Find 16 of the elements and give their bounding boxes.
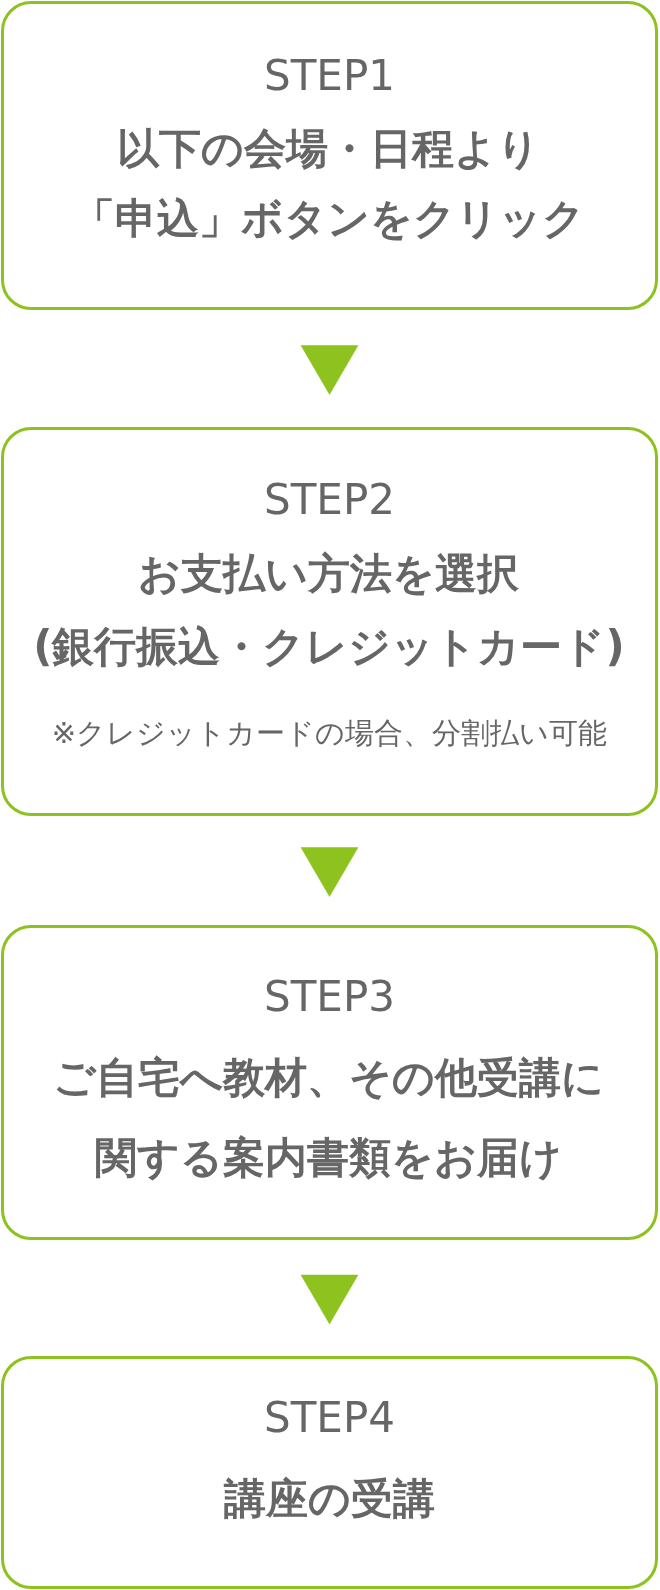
step-label: STEP4 <box>264 1392 395 1443</box>
note-text: ※クレジットカードの場合、分割払い可能 <box>51 714 608 752</box>
step-box <box>1 1356 658 1589</box>
step-label: STEP1 <box>264 50 395 101</box>
step-label: STEP2 <box>264 474 395 525</box>
arrow <box>300 1274 359 1325</box>
step-title: お支払い方法を選択(銀行振込・クレジットカード) <box>32 548 626 673</box>
step-title: 以下の会場・日程より「申込」ボタンをクリック <box>72 122 586 245</box>
arrow <box>300 847 359 897</box>
arrow <box>300 345 359 395</box>
step-label: STEP3 <box>264 971 395 1022</box>
step-title: ご自宅へ教材、その他受講に関する案内書類をお届け <box>52 1051 606 1184</box>
step-box <box>1 1 658 310</box>
step-title: 講座の受講 <box>224 1472 435 1525</box>
step-box <box>1 427 658 816</box>
step-box <box>1 925 658 1240</box>
